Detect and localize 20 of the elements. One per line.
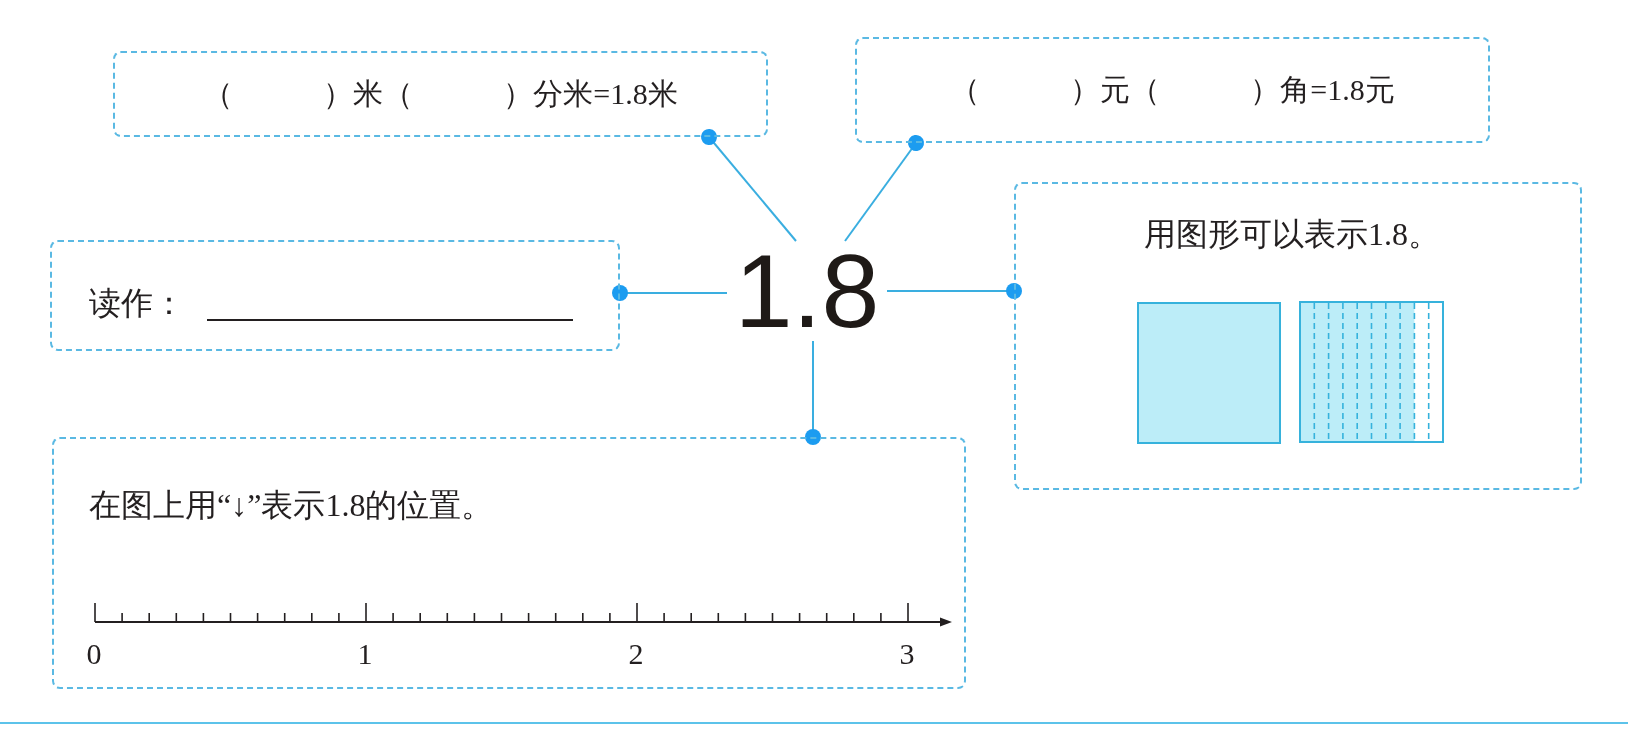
connector-line xyxy=(805,340,821,445)
connector-line xyxy=(844,135,924,242)
tick-label: 0 xyxy=(86,637,102,671)
dashed-card xyxy=(1014,182,1582,490)
tick-label: 1 xyxy=(357,637,373,671)
tick-label: 2 xyxy=(628,637,644,671)
connector-line xyxy=(612,285,728,301)
dashed-card xyxy=(50,240,620,351)
center-number: 1.8 xyxy=(727,241,887,341)
instruction-text: 在图上用“↓”表示1.8的位置。 xyxy=(89,487,494,523)
connector-line xyxy=(701,129,797,242)
connector-line xyxy=(886,283,1022,299)
question-text: （ ）米（ ）分米=1.8米 xyxy=(203,76,678,112)
prompt-text: 读作： xyxy=(89,285,185,321)
tick-label: 3 xyxy=(899,637,915,671)
dashed-card xyxy=(855,37,1490,143)
dashed-card xyxy=(113,51,768,137)
instruction-text: 用图形可以表示1.8。 xyxy=(1144,216,1440,252)
dashed-card xyxy=(52,437,966,689)
question-text: （ ）元（ ）角=1.8元 xyxy=(950,72,1395,108)
